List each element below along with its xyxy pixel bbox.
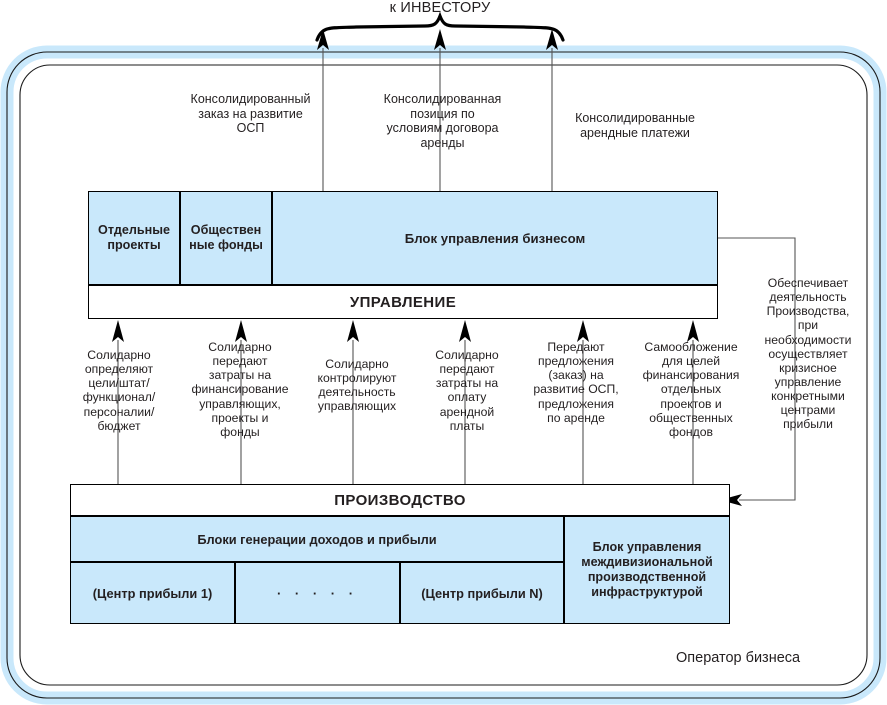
top-flow-label-lease-terms: Консолидированная позиция по условиям до… bbox=[383, 92, 502, 150]
management-cell-public-funds[interactable]: Обществен ные фонды bbox=[180, 191, 272, 285]
mid-flow-label-control: Солидарно контролируют деятельность упра… bbox=[317, 357, 397, 414]
interdivisional-infrastructure-block[interactable]: Блок управления междивизиональной произв… bbox=[564, 516, 730, 624]
mid-flow-label-osp-proposals: Передают предложения (заказ) на развитие… bbox=[533, 340, 619, 425]
investor-title: к ИНВЕСТОРУ bbox=[389, 0, 491, 16]
mid-flow-label-rent-costs: Солидарно передают затраты на оплату аре… bbox=[435, 348, 499, 433]
revenue-generation-blocks-label: Блоки генерации доходов и прибыли bbox=[197, 531, 437, 547]
investor-arrowheads bbox=[317, 29, 558, 50]
mid-flow-label-self-taxation: Самообложение для целей финансирования о… bbox=[642, 340, 740, 439]
business-operator-caption: Оператор бизнеса bbox=[676, 650, 801, 666]
revenue-generation-blocks[interactable]: Блоки генерации доходов и прибыли bbox=[70, 516, 564, 562]
management-cell-separate-projects[interactable]: Отдельные проекты bbox=[88, 191, 180, 285]
management-bar[interactable]: УПРАВЛЕНИЕ bbox=[88, 285, 718, 319]
investor-brace bbox=[315, 11, 565, 42]
production-bar-label: ПРОИЗВОДСТВО bbox=[334, 491, 466, 509]
crisis-management-note: Обеспечивает деятельность Производства, … bbox=[764, 276, 852, 432]
mid-flow-label-goals: Солидарно определяют цели/штат/ функцион… bbox=[82, 348, 156, 433]
profit-center-1[interactable]: (Центр прибыли 1) bbox=[70, 562, 235, 624]
profit-center-n-label: (Центр прибыли N) bbox=[421, 585, 543, 601]
management-cell-business-block-label: Блок управления бизнесом bbox=[404, 230, 586, 246]
profit-center-1-label: (Центр прибыли 1) bbox=[92, 585, 213, 601]
profit-center-ellipsis: · · · · · bbox=[235, 562, 400, 624]
top-flow-label-osp-order: Консолидированный заказ на развитие ОСП bbox=[190, 92, 311, 135]
management-cell-separate-projects-label: Отдельные проекты bbox=[98, 223, 170, 252]
management-cell-public-funds-label: Обществен ные фонды bbox=[189, 223, 263, 252]
interdivisional-infrastructure-label: Блок управления междивизиональной произв… bbox=[581, 539, 713, 600]
management-bar-label: УПРАВЛЕНИЕ bbox=[349, 293, 457, 311]
top-flow-label-lease-payments: Консолидированные арендные платежи bbox=[575, 111, 695, 140]
mid-flow-label-financing: Солидарно передают затраты на финансиров… bbox=[191, 340, 289, 439]
profit-center-n[interactable]: (Центр прибыли N) bbox=[400, 562, 564, 624]
mgmt-input-arrowheads bbox=[112, 320, 699, 342]
profit-center-ellipsis-label: · · · · · bbox=[276, 585, 359, 601]
management-cell-business-block[interactable]: Блок управления бизнесом bbox=[272, 191, 718, 285]
production-bar[interactable]: ПРОИЗВОДСТВО bbox=[70, 484, 730, 516]
